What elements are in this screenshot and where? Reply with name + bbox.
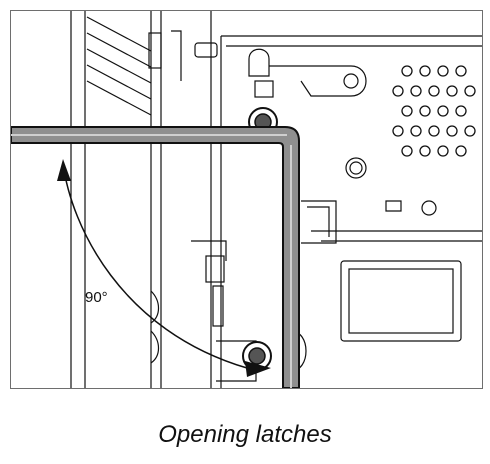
rotation-arrow-icon [57,159,271,377]
rotation-angle-label: 90° [85,289,108,306]
figure-caption: Opening latches [158,421,332,448]
vent-holes [392,65,476,157]
illustration-frame [10,10,483,389]
latch-illustration [11,11,482,388]
hex-key-icon [11,126,300,388]
